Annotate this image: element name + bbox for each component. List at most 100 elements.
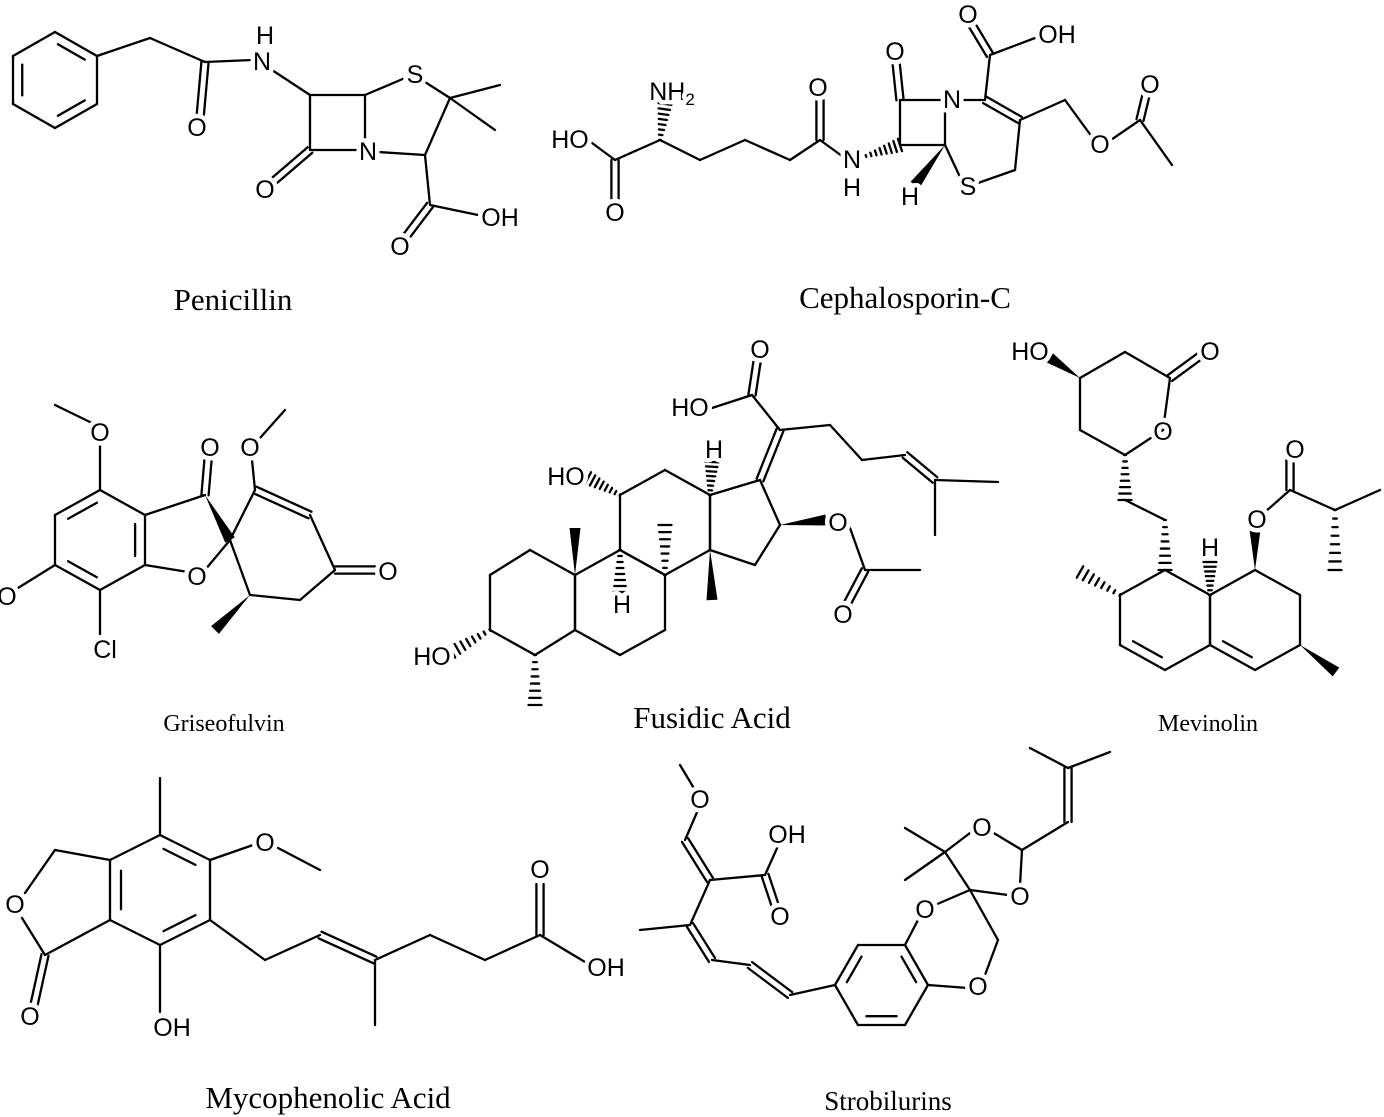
atom-label: N [359, 138, 377, 166]
bond [683, 808, 700, 842]
double-bond [276, 151, 314, 184]
atom-label: H [256, 22, 274, 50]
ring-bond [1123, 350, 1172, 380]
hashed-bond [1081, 569, 1090, 582]
double-bond [271, 146, 309, 179]
ring-bond [1253, 568, 1302, 597]
ring-bond [108, 833, 162, 862]
ring-bond [1163, 568, 1212, 597]
bonds [586, 21, 1174, 205]
atom-label: O [378, 558, 397, 586]
bond [228, 538, 252, 597]
atom-label: OH [153, 1014, 191, 1042]
ring-bond [708, 478, 762, 497]
hashed-bond [593, 477, 601, 489]
hashed-bond [1093, 577, 1101, 587]
bond [276, 846, 322, 872]
bond [903, 918, 920, 947]
bond [658, 138, 702, 162]
double-bond [685, 925, 711, 964]
atom-label: H [1201, 534, 1219, 562]
bonds [447, 360, 1000, 707]
bond [43, 918, 112, 957]
bond [423, 80, 452, 100]
ring-bond [1208, 568, 1257, 597]
amine-label: NH2 [649, 78, 695, 109]
atom-label: N [843, 146, 861, 174]
bond [53, 848, 112, 862]
compound-name: Cephalosporin-C [799, 280, 1011, 315]
bond [428, 203, 480, 217]
ring-bond [663, 548, 712, 577]
atom-label: O [187, 563, 206, 591]
bond [228, 488, 257, 542]
ring-bond [11, 102, 57, 130]
ring-double-bond [900, 955, 918, 984]
bond [688, 878, 712, 927]
double-bond [29, 953, 43, 1006]
ring-bond [488, 548, 532, 577]
ring-bond [53, 30, 99, 58]
ring-bond [758, 478, 782, 527]
bond [613, 138, 662, 162]
bond [483, 933, 542, 962]
double-bond [691, 921, 717, 960]
ring-bond [1118, 643, 1167, 672]
hashed-bond [1118, 592, 1122, 598]
bond [248, 593, 302, 602]
bond [638, 923, 692, 932]
atom-label: HO [1011, 338, 1049, 366]
double-bond [317, 937, 375, 965]
bond [1138, 118, 1174, 167]
ring-bond [903, 943, 930, 987]
double-bond [891, 61, 898, 102]
strobilurins-structure: O OH O O O O O Strobilurins [638, 746, 1112, 1116]
ring-double-bond [66, 560, 98, 579]
double-bond [255, 485, 313, 513]
atom-label: O [808, 74, 827, 102]
bond [968, 888, 1010, 897]
bond [926, 983, 970, 990]
bond [270, 68, 312, 97]
ring-bond [663, 468, 712, 497]
ring-bond [573, 628, 622, 657]
atom-label: H [843, 174, 861, 202]
bond [203, 58, 254, 64]
bond [586, 138, 617, 162]
atom-label: O [885, 38, 904, 66]
hashed-bond [887, 142, 893, 154]
bond [818, 138, 844, 158]
bond [983, 938, 1000, 977]
mycophenolic-acid-structure: O O OH OH O O Mycophenolic Acid [1, 776, 629, 1115]
bond [298, 568, 337, 602]
bond [23, 848, 57, 895]
wedge-bond [780, 514, 827, 526]
bond [308, 513, 337, 572]
double-bond [762, 430, 785, 483]
bond [373, 933, 432, 962]
hashed-bond [873, 149, 878, 157]
bond [538, 933, 587, 964]
atom-label: N [943, 86, 961, 114]
bond [203, 538, 232, 572]
hashed-bond [657, 107, 672, 112]
ring-bond [618, 468, 667, 497]
hashed-bond [482, 630, 487, 636]
bonds [16, 403, 378, 636]
bond [1123, 498, 1167, 522]
compound-name: Fusidic Acid [633, 700, 791, 735]
atom-label: O [1285, 436, 1304, 464]
atom-label: O [915, 896, 934, 924]
ring-bond [618, 628, 667, 657]
ring-bond [158, 833, 212, 862]
bond [1066, 750, 1112, 770]
double-bond [320, 930, 378, 958]
compound-name: Mycophenolic Acid [205, 1080, 451, 1115]
hashed-bond [447, 645, 457, 659]
hashed-bond [603, 483, 610, 492]
atom-label: O [240, 434, 259, 462]
bonds [638, 746, 1112, 1027]
hashed-bond [608, 486, 614, 494]
ring-bond [53, 102, 99, 130]
double-bond [901, 456, 934, 484]
